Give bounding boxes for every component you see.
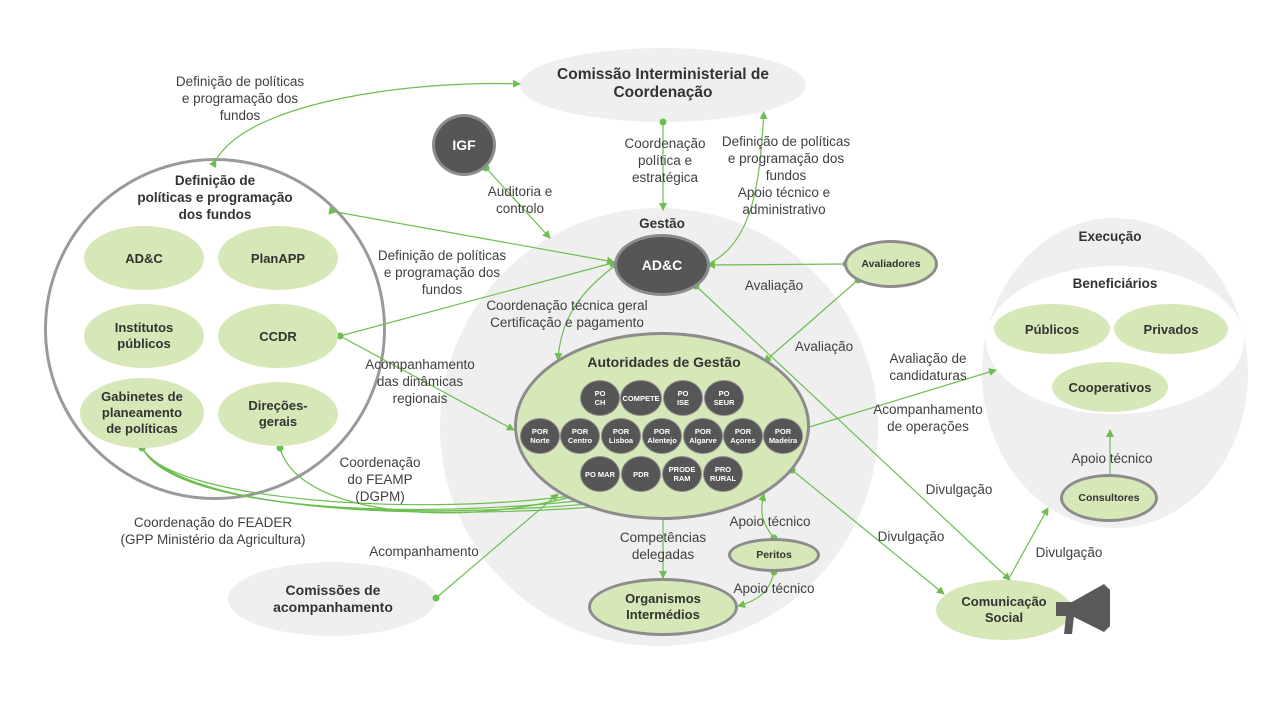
comissoes-node: Comissões de acompanhamento <box>273 582 393 615</box>
comunicacao-node: Comunicação Social <box>936 580 1072 640</box>
label-def-top-left: Definição de políticas e programação dos… <box>175 74 305 123</box>
execucao-title: Execução <box>1078 229 1142 244</box>
igf-node: IGF <box>432 114 496 176</box>
comissoes-bubble <box>228 562 436 636</box>
autoridades-title: Autoridades de Gestão <box>587 354 741 370</box>
program-por-alentejo: POR Alentejo <box>642 418 682 454</box>
program-compete: COMPETE <box>620 380 662 416</box>
program-por-norte: POR Norte <box>520 418 560 454</box>
program-prode-ram: PRODE RAM <box>662 456 702 492</box>
program-por-algarve: POR Algarve <box>683 418 723 454</box>
institutos-node: Institutos públicos <box>84 304 204 368</box>
program-por-acores: POR Açores <box>723 418 763 454</box>
arrow-def-cic <box>209 79 521 169</box>
peritos-node: Peritos <box>728 538 820 572</box>
label-coord-feader: Coordenação do FEADER (GPP Ministério da… <box>120 515 306 547</box>
program-pro-rural: PRO RURAL <box>703 456 743 492</box>
program-po-seur: PO SEUR <box>704 380 744 416</box>
gestao-title: Gestão <box>639 216 685 231</box>
label-divulgacao-1: Divulgação <box>925 482 993 497</box>
arrow-def-adc <box>328 206 615 265</box>
label-apoio-admin: Apoio técnico e administrativo <box>737 185 831 217</box>
program-pdr: PDR <box>621 456 661 492</box>
arrow-gab-pomar <box>141 447 601 506</box>
program-po-mar: PO MAR <box>580 456 620 492</box>
program-po-ch: PO CH <box>580 380 620 416</box>
consultores-node: Consultores <box>1060 474 1158 522</box>
label-competencias: Competências delegadas <box>619 530 707 562</box>
label-acompanhamento: Acompanhamento <box>369 544 479 559</box>
program-por-lisboa: POR Lisboa <box>601 418 641 454</box>
adc-small-node: AD&C <box>84 226 204 290</box>
label-avaliacao-1: Avaliação <box>744 278 804 293</box>
ccdr-node: CCDR <box>218 304 338 368</box>
cic-bubble <box>520 48 806 122</box>
adc-main-node: AD&C <box>614 234 710 296</box>
label-coord-feamp: Coordenação do FEAMP (DGPM) <box>339 455 421 504</box>
label-divulgacao-3: Divulgação <box>1035 545 1103 560</box>
label-acompanhamento-dinamicas: Acompanhamento das dinâmicas regionais <box>365 357 475 406</box>
arrow-ag-com <box>791 469 945 595</box>
program-por-madeira: POR Madeira <box>763 418 803 454</box>
planapp-node: PlanAPP <box>218 226 338 290</box>
label-coord-politica: Coordenação política e estratégica <box>624 136 706 185</box>
avaliadores-node: Avaliadores <box>844 240 938 288</box>
label-aval-candidaturas: Avaliação de candidaturas <box>889 351 967 383</box>
arrow-adc-cic <box>699 111 768 271</box>
arrow-adc-com <box>695 285 1011 581</box>
program-por-centro: POR Centro <box>560 418 600 454</box>
label-coord-tecnica: Coordenação técnica geral Certificação e… <box>486 298 648 330</box>
label-apoio-tecnico-1: Apoio técnico <box>729 514 811 529</box>
program-po-ise: PO ISE <box>663 380 703 416</box>
gabinetes-node: Gabinetes de planeamento de políticas <box>80 378 204 448</box>
definicao-title: Definição de políticas e programação dos… <box>137 173 293 222</box>
arrow-adc-ag <box>554 260 620 361</box>
arrow-aval-adc <box>707 260 847 269</box>
direcoes-node: Direções- gerais <box>218 382 338 446</box>
label-acomp-operacoes: Acompanhamento de operações <box>873 402 983 434</box>
label-apoio-tecnico-2: Apoio técnico <box>733 581 815 596</box>
arrow-com-cons <box>1001 507 1049 589</box>
privados-node: Privados <box>1114 304 1228 354</box>
label-def-mid: Definição de políticas e programação dos… <box>377 248 507 297</box>
cic-node: Comissão Interministerial de Coordenação <box>557 66 769 101</box>
arrow-peritos-oi <box>737 571 775 609</box>
arrow-comissoes-ag <box>435 493 559 599</box>
arrow-aval-ag <box>763 279 859 363</box>
label-divulgacao-2: Divulgação <box>877 529 945 544</box>
publicos-node: Públicos <box>994 304 1110 354</box>
cooperativos-node: Cooperativos <box>1052 362 1168 412</box>
organismos-node: Organismos Intermédios <box>588 578 738 636</box>
beneficiarios-title: Beneficiários <box>1072 276 1158 291</box>
label-avaliacao-2: Avaliação <box>794 339 854 354</box>
label-def-top-right: Definição de políticas e programação dos… <box>721 134 851 183</box>
arrow-ccdr-ag <box>339 335 515 431</box>
arrow-peritos-ag <box>758 493 775 539</box>
label-auditoria: Auditoria e controlo <box>487 184 553 216</box>
label-apoio-tecnico-3: Apoio técnico <box>1071 451 1153 466</box>
